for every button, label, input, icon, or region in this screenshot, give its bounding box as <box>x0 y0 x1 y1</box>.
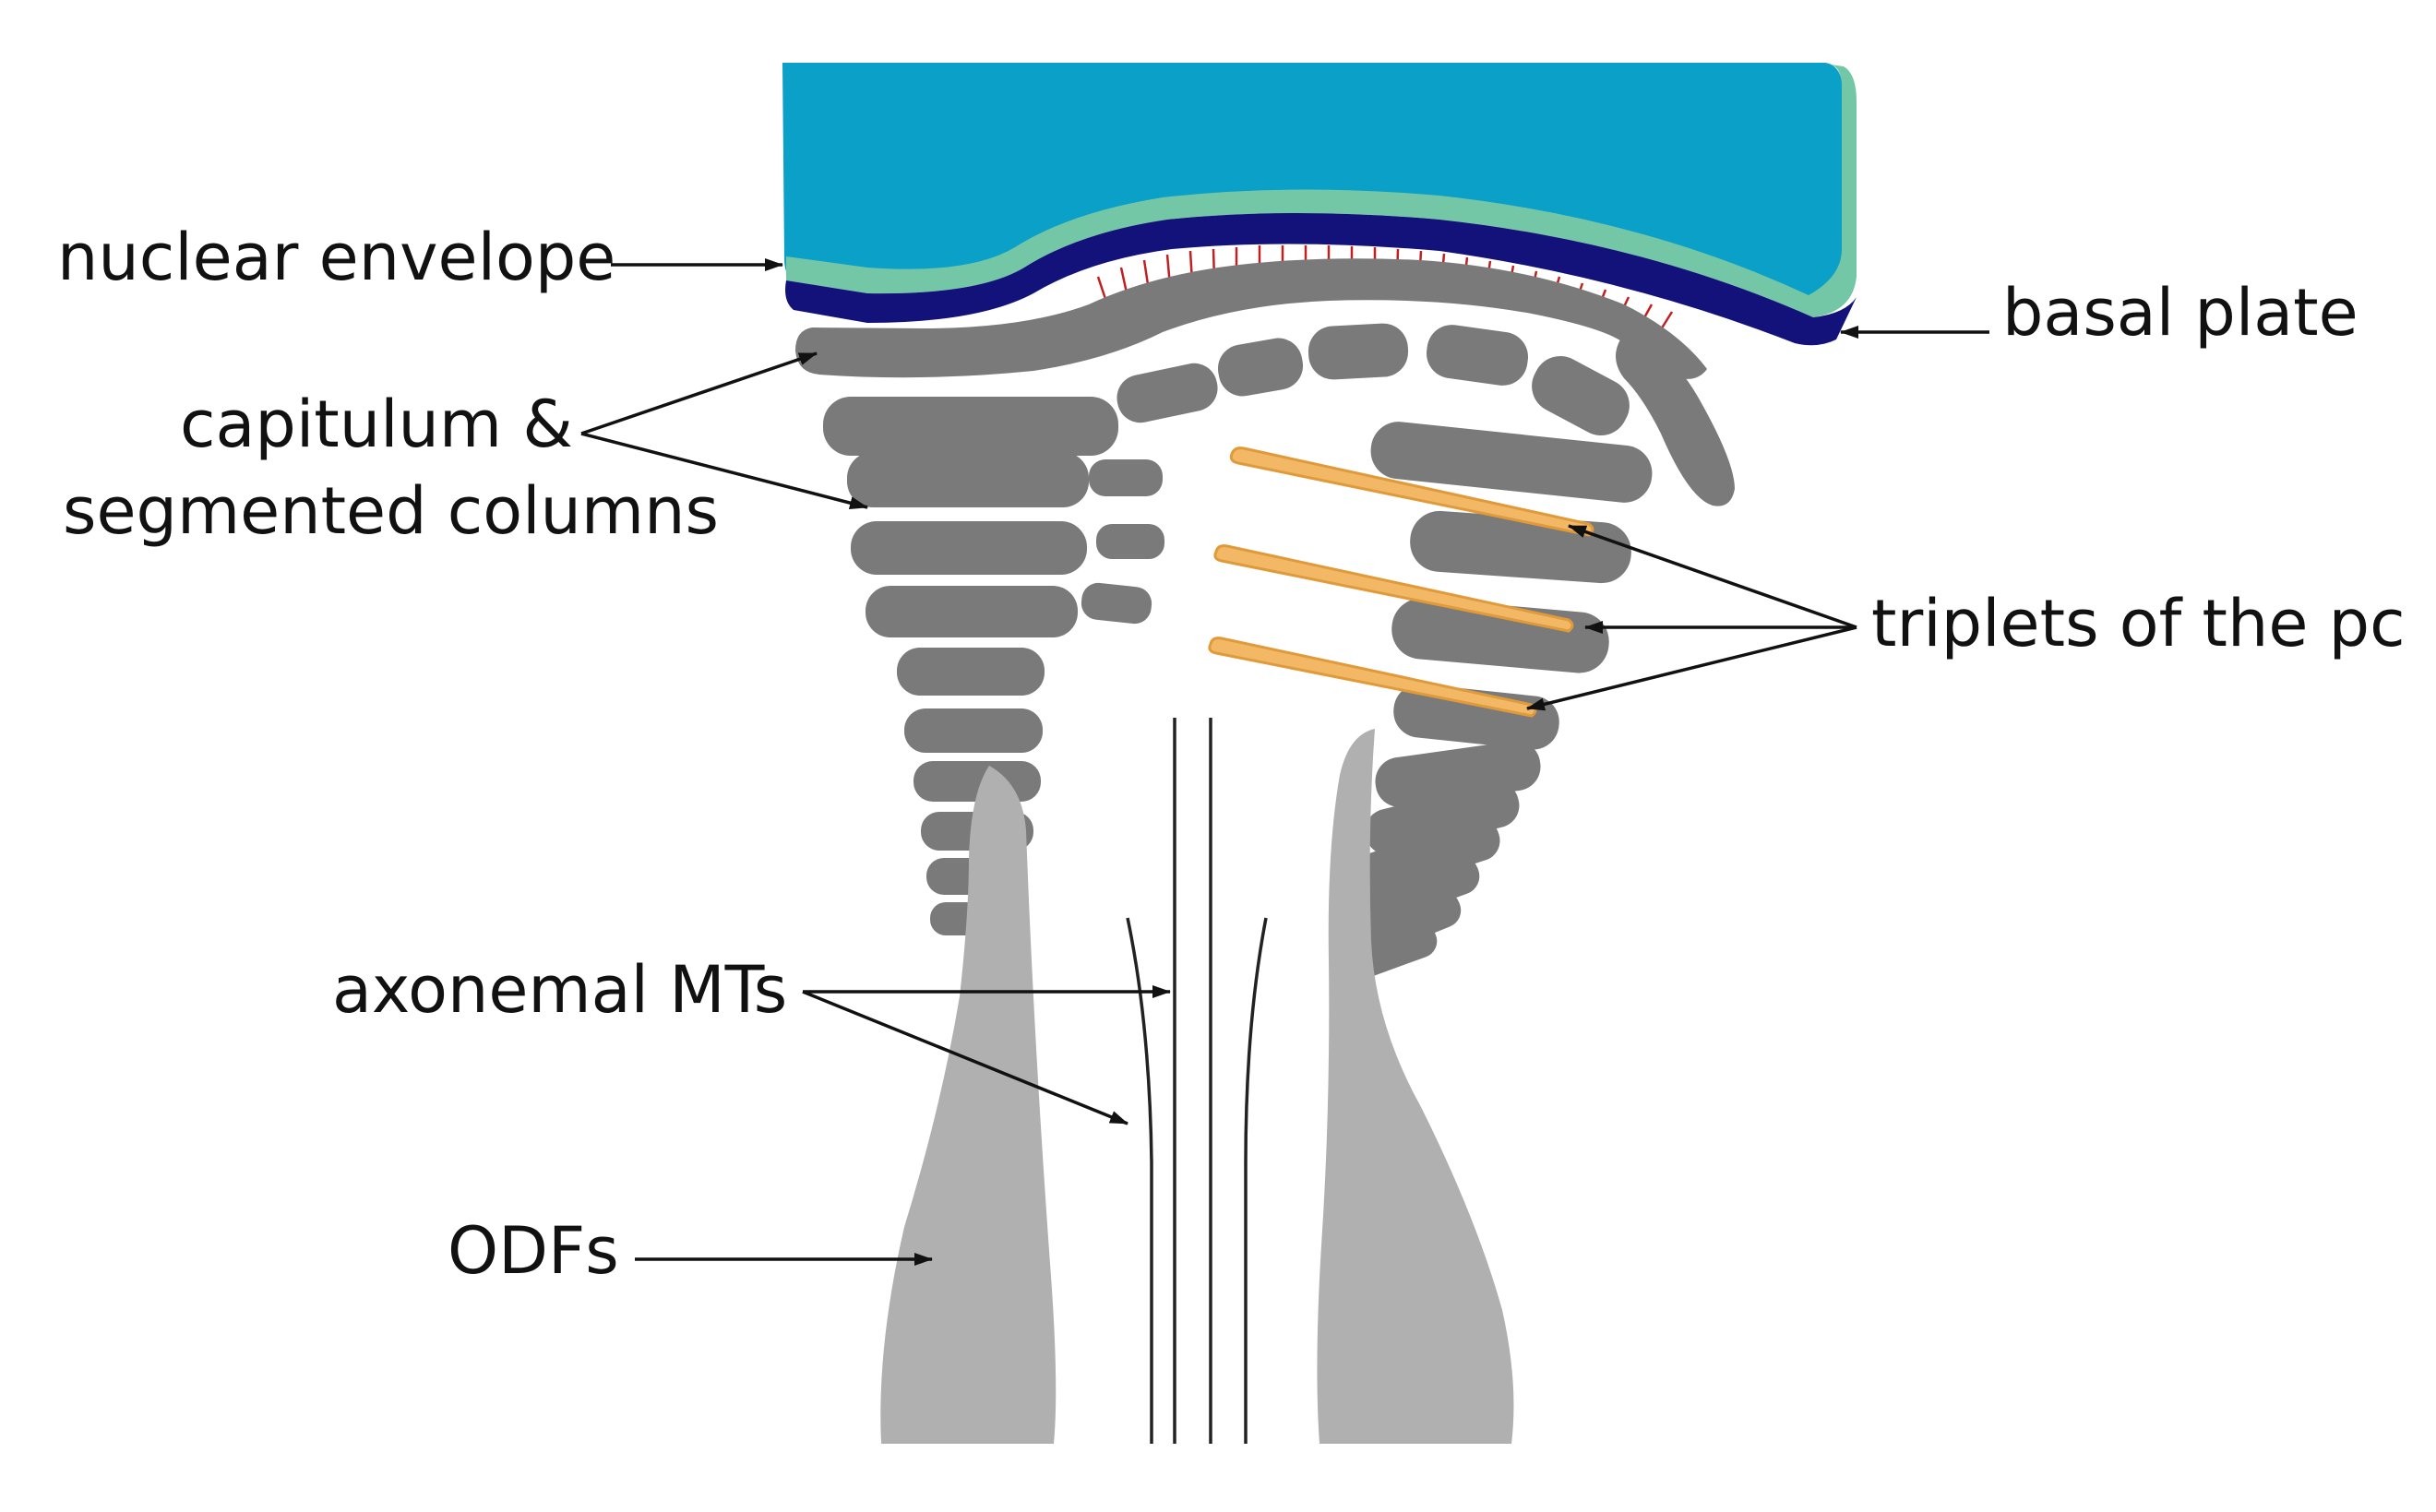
label-triplets: triplets of the pc <box>1526 524 2406 711</box>
axonemal-mt <box>1126 917 1153 1444</box>
segment <box>1355 855 1480 927</box>
segment <box>1370 422 1653 503</box>
segment <box>897 648 1045 696</box>
label-basal-plate: basal plate <box>1840 275 2358 351</box>
label-odfs: ODFs <box>448 1213 933 1289</box>
triplet <box>1229 446 1594 537</box>
odf-right <box>1317 729 1514 1444</box>
segment <box>1217 338 1304 397</box>
basal-plate <box>785 213 1857 346</box>
segment <box>851 521 1087 575</box>
label-text: triplets of the pc <box>1871 586 2406 661</box>
outer-dense-fibers <box>880 729 1514 1444</box>
nucleus-body <box>782 63 1844 304</box>
segment <box>1532 356 1630 435</box>
label-text: ODFs <box>448 1213 619 1289</box>
label-text: axonemal MTs <box>332 952 787 1028</box>
segmented-columns-right <box>1116 323 1735 980</box>
segment <box>1308 323 1409 380</box>
label-capitulum: capitulum & segmented columns <box>63 351 868 549</box>
axonemal-mt <box>1244 917 1268 1444</box>
label-text: segmented columns <box>63 473 719 549</box>
segment <box>1081 582 1152 625</box>
segment <box>847 452 1089 507</box>
segment <box>1116 363 1218 423</box>
label-nuclear-envelope: nuclear envelope <box>57 220 783 295</box>
segment <box>1096 524 1164 559</box>
nucleus <box>782 63 1857 346</box>
segment <box>1616 334 1735 506</box>
label-text: nuclear envelope <box>57 220 615 295</box>
segment <box>1358 818 1500 894</box>
segment <box>904 708 1043 753</box>
segment <box>1089 459 1163 496</box>
segment <box>823 397 1118 456</box>
segment <box>866 586 1078 637</box>
proximal-centriole-triplets <box>1208 446 1594 718</box>
label-text: capitulum & <box>180 387 573 462</box>
segment <box>1426 325 1529 386</box>
capitulum <box>795 258 1707 379</box>
triplet <box>1213 544 1574 633</box>
label-axonemal-mts: axonemal MTs <box>332 952 1171 1125</box>
odf-left <box>880 766 1057 1444</box>
axonemal-microtubules <box>1126 718 1268 1444</box>
nuclear-envelope <box>786 65 1857 317</box>
label-text: basal plate <box>2002 275 2358 351</box>
segment <box>1365 781 1520 855</box>
